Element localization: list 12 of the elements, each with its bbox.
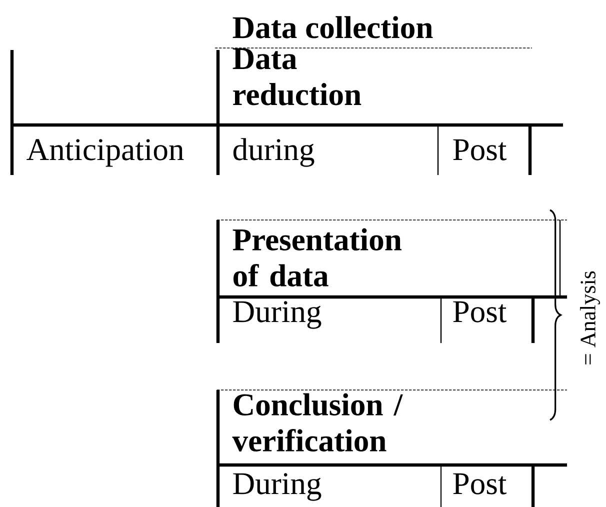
column-heading: Presentation of data [232,228,402,286]
column-heading: Data reduction [232,48,362,106]
column-heading: Conclusion / verification [232,393,403,452]
phase-label: Post [453,301,507,322]
phase-label: During [233,301,322,329]
row-label: Anticipation [26,139,184,167]
phase-label: Post [453,473,507,494]
column-heading: Data collection [232,16,433,38]
rotated-label: = Analysis [580,271,600,364]
phase-label: During [233,473,322,501]
phase-label: Post [453,139,507,160]
phase-label: during [233,138,314,167]
